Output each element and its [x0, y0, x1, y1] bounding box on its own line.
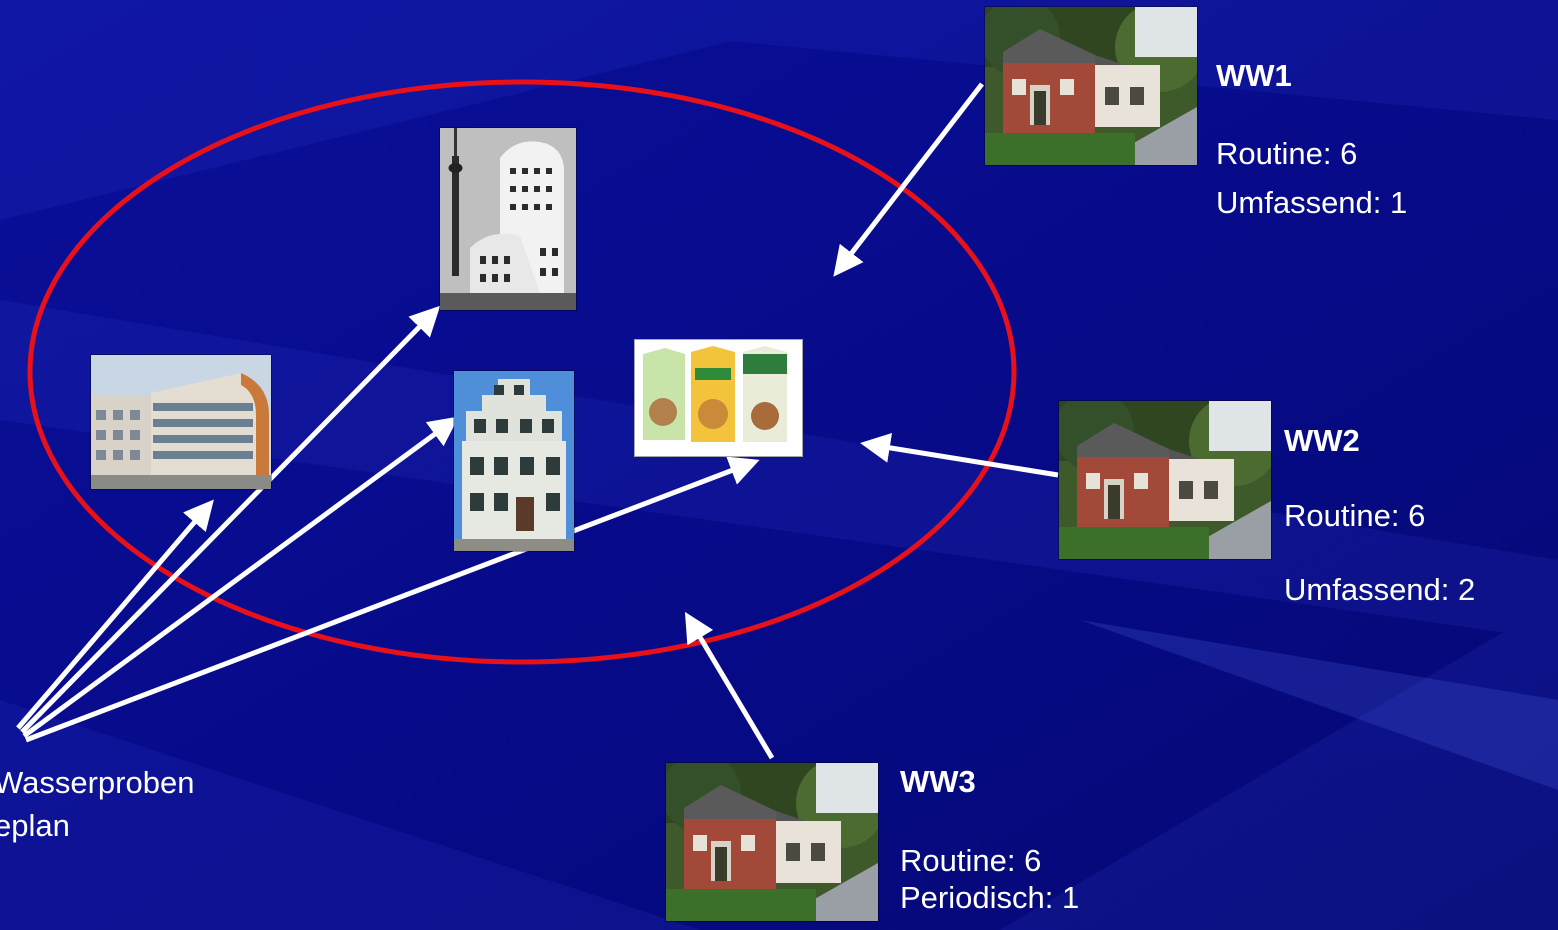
- waterworks-building-icon: [1059, 401, 1271, 559]
- caption-line-2: eplan: [0, 808, 70, 843]
- beverage-cartons-photo: [634, 339, 803, 457]
- tv-tower-icon: [440, 128, 576, 310]
- ww1-umfassend: Umfassend: 1: [1216, 185, 1408, 220]
- office-building-photo: [90, 354, 272, 490]
- arrow-to-drinks: [25, 456, 760, 743]
- arrow-ww2: [860, 433, 1059, 478]
- ww2-title: WW2: [1284, 423, 1360, 458]
- ww1-title: WW1: [1216, 58, 1292, 93]
- waterworks-photo-ww3: [665, 762, 879, 922]
- waterworks-building-icon: [666, 763, 878, 921]
- arrow-to-gabled-house: [22, 416, 459, 739]
- ww3-routine: Routine: 6: [900, 843, 1042, 878]
- arrow-to-tower: [20, 305, 441, 734]
- beverage-cartons-icon: [635, 340, 802, 456]
- office-building-icon: [91, 355, 271, 489]
- waterworks-photo-ww1: [984, 6, 1198, 166]
- arrows: [16, 82, 1059, 760]
- coverage-ellipse: [27, 79, 1017, 665]
- ww1-routine: Routine: 6: [1216, 136, 1358, 171]
- ww3-title: WW3: [900, 764, 976, 799]
- waterworks-building-icon: [985, 7, 1197, 165]
- historic-gabled-house-icon: [454, 371, 574, 551]
- arrow-ww3: [684, 611, 775, 760]
- arrow-to-office: [16, 499, 214, 730]
- arrow-ww1: [833, 82, 984, 277]
- waterworks-photo-ww2: [1058, 400, 1272, 560]
- ww2-umfassend: Umfassend: 2: [1284, 572, 1476, 607]
- ww2-routine: Routine: 6: [1284, 498, 1426, 533]
- tower-buildings-photo: [439, 127, 577, 311]
- gabled-house-photo: [453, 370, 575, 552]
- caption-line-1: Wasserproben: [0, 765, 195, 800]
- ww3-periodisch: Periodisch: 1: [900, 880, 1080, 915]
